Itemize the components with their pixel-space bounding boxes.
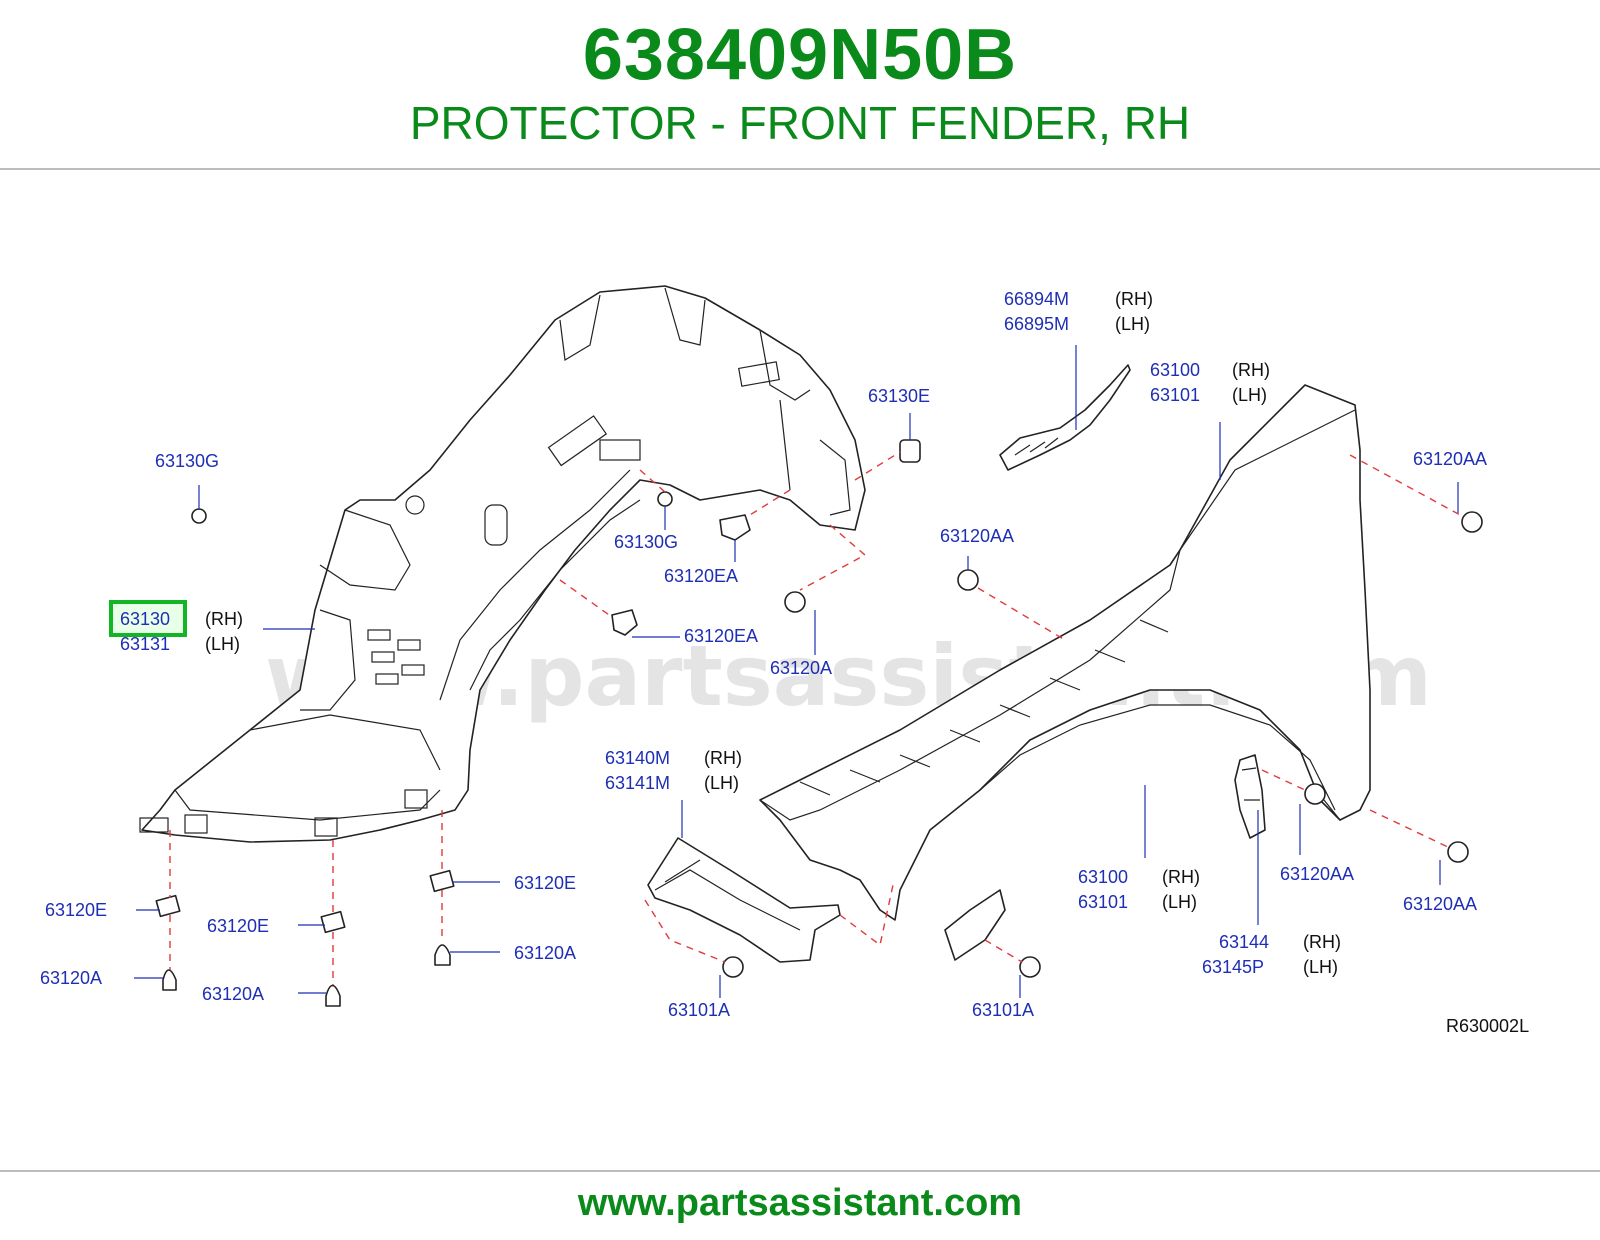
label-side-rh: (RH) [1232, 360, 1270, 380]
diagram-svg: www.partsassistant.com [40, 285, 1529, 1036]
rivet-63120A-a [162, 969, 177, 991]
nut-63120E-b [320, 910, 346, 934]
label-63130E[interactable]: 63130E [868, 386, 930, 406]
label-side-lh: (LH) [704, 773, 739, 793]
bolt-63120AA-b [1461, 511, 1483, 533]
label-63141M[interactable]: 63141M [605, 773, 670, 793]
label-63120A-mid[interactable]: 63120A [202, 984, 264, 1004]
label-63101-bottom[interactable]: 63101 [1078, 892, 1128, 912]
label-side-lh: (LH) [1232, 385, 1267, 405]
bolt-63101A-b [1019, 956, 1041, 978]
clip-63120EA-a [719, 514, 751, 541]
label-63120AA-right[interactable]: 63120AA [1413, 449, 1487, 469]
front-fender-drawing [759, 384, 1371, 921]
label-63130G-mid[interactable]: 63130G [614, 532, 678, 552]
label-side-lh: (LH) [1162, 892, 1197, 912]
rivet-63120A-c [434, 944, 451, 966]
label-side-lh: (LH) [1115, 314, 1150, 334]
leader-lines [134, 345, 1459, 998]
label-side-rh: (RH) [704, 748, 742, 768]
label-63140M[interactable]: 63140M [605, 748, 670, 768]
bolt-63120AA-d [1447, 841, 1469, 863]
label-63101A-left[interactable]: 63101A [668, 1000, 730, 1020]
clip-63120EA-b [611, 609, 638, 636]
label-63120AA-lower-right[interactable]: 63120AA [1403, 894, 1477, 914]
label-side-rh: (RH) [205, 609, 243, 629]
fasteners [155, 439, 1483, 1007]
rivet-63120A-b [325, 984, 341, 1007]
part-description: PROTECTOR - FRONT FENDER, RH [409, 97, 1191, 149]
nut-63120E-c [429, 869, 455, 893]
label-63131[interactable]: 63131 [120, 634, 170, 654]
label-63130[interactable]: 63130 [120, 609, 170, 629]
label-side-lh: (LH) [1303, 957, 1338, 977]
nut-63120E-a [155, 894, 181, 918]
label-63100-top[interactable]: 63100 [1150, 360, 1200, 380]
selected-part-highlight [109, 600, 187, 637]
header: 638409N50B PROTECTOR - FRONT FENDER, RH [0, 0, 1600, 168]
label-63120A-right[interactable]: 63120A [514, 943, 576, 963]
fender-lower-bracket-drawing [944, 889, 1006, 961]
bolt-63120AA-c [1304, 783, 1326, 805]
label-63100-bottom[interactable]: 63100 [1078, 867, 1128, 887]
nut-63130E [899, 439, 921, 463]
alignment-lines [169, 451, 1463, 985]
clip-63130G-a [191, 508, 207, 524]
bolt-63120A-top [784, 591, 806, 613]
label-63120E-left[interactable]: 63120E [45, 900, 107, 920]
upper-seal-drawing [999, 364, 1131, 471]
label-side-rh: (RH) [1115, 289, 1153, 309]
label-63120A-top[interactable]: 63120A [770, 658, 832, 678]
label-63101A-right[interactable]: 63101A [972, 1000, 1034, 1020]
label-side-rh: (RH) [1162, 867, 1200, 887]
diagram-code: R630002L [1446, 1016, 1529, 1036]
fender-protector-drawing [139, 285, 866, 843]
footer-url[interactable]: www.partsassistant.com [577, 1182, 1023, 1224]
fender-seal-drawing [647, 837, 841, 963]
bracket-drawing [1234, 754, 1266, 839]
label-63101-top[interactable]: 63101 [1150, 385, 1200, 405]
label-63120A-left[interactable]: 63120A [40, 968, 102, 988]
bolt-63120AA-a [957, 569, 979, 591]
label-side-rh: (RH) [1303, 932, 1341, 952]
label-63120AA-lower-mid[interactable]: 63120AA [1280, 864, 1354, 884]
footer-divider [0, 1170, 1600, 1172]
label-63120E-right[interactable]: 63120E [514, 873, 576, 893]
header-divider [0, 168, 1600, 170]
clip-63130G-b [657, 491, 673, 507]
label-63145P[interactable]: 63145P [1202, 957, 1264, 977]
label-63120AA-mid[interactable]: 63120AA [940, 526, 1014, 546]
part-labels: 66894M (RH) 66895M (LH) 63100 (RH) 63101… [40, 289, 1529, 1036]
label-63120E-mid[interactable]: 63120E [207, 916, 269, 936]
label-side-lh: (LH) [205, 634, 240, 654]
label-66895M[interactable]: 66895M [1004, 314, 1069, 334]
parts-diagram: www.partsassistant.com [0, 170, 1600, 1170]
label-63130G-left[interactable]: 63130G [155, 451, 219, 471]
label-66894M[interactable]: 66894M [1004, 289, 1069, 309]
part-number: 638409N50B [582, 15, 1018, 95]
label-63120EA-upper[interactable]: 63120EA [664, 566, 738, 586]
label-63120EA-lower[interactable]: 63120EA [684, 626, 758, 646]
bolt-63101A-a [722, 956, 744, 978]
label-63144[interactable]: 63144 [1219, 932, 1269, 952]
